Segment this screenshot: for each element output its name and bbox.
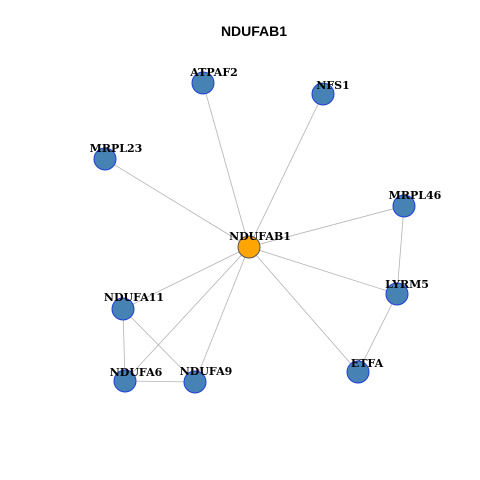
edge-ndufa11-ndufa9 <box>122 308 196 383</box>
node-circle-ndufab1 <box>237 235 261 259</box>
node-label-mrpl46: MRPL46 <box>389 189 442 202</box>
node-circle-mrpl46 <box>392 194 416 218</box>
node-etfa: ETFA <box>346 357 384 384</box>
edge-ndufab1-nfs1 <box>248 93 324 248</box>
edge-ndufab1-mrpl46 <box>248 205 405 248</box>
node-circle-ndufa9 <box>183 370 207 394</box>
node-ndufa11: NDUFA11 <box>104 291 164 321</box>
node-circle-lyrm5 <box>385 282 409 306</box>
node-label-ndufa9: NDUFA9 <box>180 365 233 378</box>
node-circle-ndufa11 <box>111 297 135 321</box>
node-label-ndufa6: NDUFA6 <box>110 366 163 379</box>
node-label-etfa: ETFA <box>351 357 384 370</box>
edge-ndufab1-ndufa9 <box>194 246 250 383</box>
node-mrpl23: MRPL23 <box>90 142 143 171</box>
node-label-ndufab1: NDUFAB1 <box>229 230 291 243</box>
node-ndufab1: NDUFAB1 <box>229 230 291 259</box>
node-ndufa9: NDUFA9 <box>180 365 233 394</box>
node-circle-ndufa6 <box>113 369 137 393</box>
node-label-nfs1: NFS1 <box>316 79 349 92</box>
node-nfs1: NFS1 <box>311 79 350 106</box>
node-circle-atpaf2 <box>191 71 215 95</box>
node-label-ndufa11: NDUFA11 <box>104 291 164 304</box>
nodes-layer: NDUFAB1 ATPAF2NFS1MRPL23MRPL46LYRM5NDUFA1… <box>90 66 442 394</box>
edge-ndufab1-lyrm5 <box>248 246 398 295</box>
edge-ndufab1-ndufa11 <box>122 246 250 310</box>
edge-lyrm5-etfa <box>357 293 398 373</box>
node-label-mrpl23: MRPL23 <box>90 142 143 155</box>
diagram-title: NDUFAB1 <box>221 23 287 39</box>
edge-ndufab1-ndufa6 <box>124 246 250 382</box>
node-label-lyrm5: LYRM5 <box>385 278 429 291</box>
edge-mrpl46-lyrm5 <box>396 205 405 295</box>
node-mrpl46: MRPL46 <box>389 189 442 218</box>
edge-ndufab1-etfa <box>248 246 359 373</box>
edge-ndufab1-mrpl23 <box>104 158 250 248</box>
node-circle-etfa <box>346 360 370 384</box>
node-ndufa6: NDUFA6 <box>110 366 163 393</box>
node-lyrm5: LYRM5 <box>385 278 429 306</box>
node-circle-mrpl23 <box>93 147 117 171</box>
edge-ndufab1-atpaf2 <box>202 82 250 248</box>
edges-layer <box>104 82 405 383</box>
edge-ndufa11-ndufa6 <box>122 308 126 382</box>
node-atpaf2: ATPAF2 <box>189 66 238 95</box>
edge-ndufa6-ndufa9 <box>124 380 196 383</box>
node-label-atpaf2: ATPAF2 <box>189 66 238 79</box>
node-circle-nfs1 <box>311 82 335 106</box>
